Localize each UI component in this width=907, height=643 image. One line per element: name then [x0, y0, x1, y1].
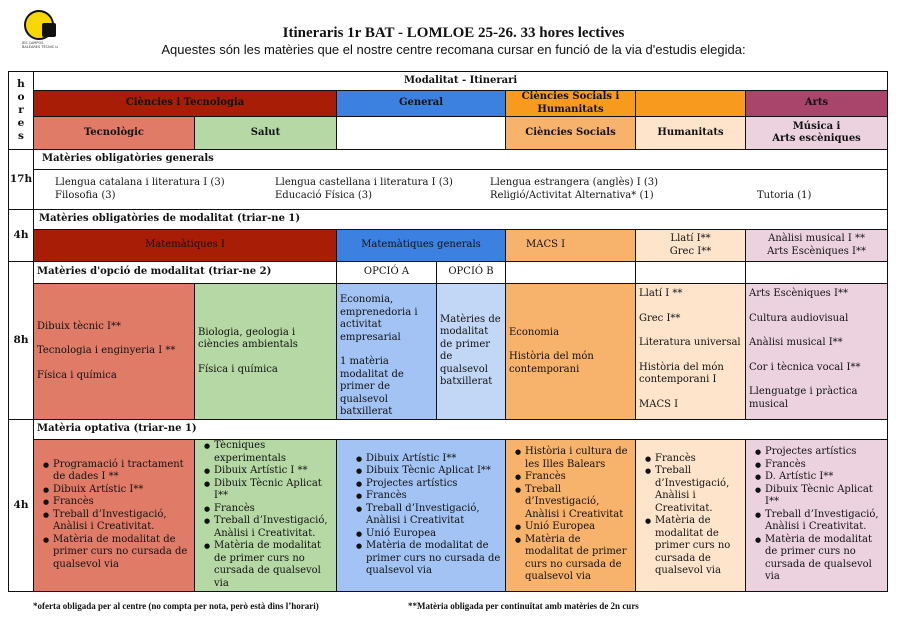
list-item: Treball d’Investigació, Anàlisi i Creati… — [43, 509, 191, 534]
list-item: Projectes artístics — [755, 446, 884, 459]
list-item: Matèria de modalitat de primer curs no c… — [204, 540, 333, 590]
itinerari-salut: Salut — [194, 116, 337, 150]
list-item: Dibuix Artístic I ** — [204, 465, 333, 478]
list-item: Dibuix Artístic I** — [43, 484, 191, 497]
itinerari-general — [336, 116, 506, 150]
optativa-arts: Projectes artístics Francès D. Artístic … — [744, 438, 889, 592]
list-item: Matèria de modalitat de primer curs no c… — [645, 515, 742, 578]
list-item: Dibuix Tècnic Aplicat I** — [755, 484, 884, 509]
opcio-empty-arts — [744, 261, 889, 284]
section-opcio-modalitat: Matèries d'opció de modalitat (triar-ne … — [33, 261, 337, 284]
itinerari-humanitats: Humanitats — [635, 116, 746, 150]
opcio-a-header: OPCIÓ A — [336, 261, 437, 284]
opcio-humanitats: Llatí I ** Grec I** Literatura universal… — [635, 283, 746, 420]
modalitat-socials-cont — [635, 90, 746, 117]
modalitat-arts-subject: Anàlisi musical I **Arts Escèniques I** — [744, 229, 889, 262]
opcio-empty-socials — [505, 261, 636, 284]
list-item: Francès — [755, 459, 884, 472]
opcio-general-b: Matèries de modalitat de primer de quals… — [436, 283, 506, 420]
modalitat-socials-subject: MACS I — [505, 229, 636, 262]
modalitat-general: General — [336, 90, 506, 117]
list-item: Història i cultura de les Illes Balears — [515, 446, 632, 471]
modalitat-itinerari-header: Modalitat - Itinerari — [32, 71, 889, 91]
opcio-general-a: Economia, emprenedoria i activitat empre… — [336, 283, 437, 420]
optativa-humanitats: Francès Treball d’Investigació, Anàlisi … — [635, 438, 746, 592]
opcio-b-header: OPCIÓ B — [436, 261, 506, 284]
footnote-continuitat: **Matèria obligada per continuïtat amb m… — [408, 601, 639, 611]
modalitat-general-subject: Matemàtiques generals — [336, 229, 506, 262]
modalitat-humanitats-subject: Llatí I**Grec I** — [635, 229, 746, 262]
list-item: Treball d’Investigació, Anàlisi i Creati… — [204, 515, 333, 540]
page-subtitle: Aquestes són les matèries que el nostre … — [161, 42, 746, 57]
list-item: Dibuix Tècnic Aplicat I** — [356, 465, 502, 478]
opcio-arts: Arts Escèniques I** Cultura audiovisual … — [744, 283, 889, 420]
page-title: Itineraris 1r BAT - LOMLOE 25-26. 33 hor… — [282, 25, 625, 41]
section-optativa: Matèria optativa (triar-ne 1) — [32, 418, 889, 440]
optativa-tecnologic: Programació i tractament de dades I ** D… — [33, 438, 195, 592]
list-item: Projectes artístics — [356, 478, 502, 491]
list-item: Matèria de modalitat de primer curs no c… — [356, 540, 502, 578]
list-item: Dibuix Artístic I** — [356, 453, 502, 466]
hours-obligatories: 17h — [8, 149, 34, 210]
modalitat-arts: Arts — [744, 90, 889, 117]
list-item: D. Artístic I** — [755, 471, 884, 484]
itinerari-tecnologic: Tecnològic — [33, 116, 195, 150]
list-item: Francès — [515, 471, 632, 484]
list-item: Dibuix Tècnic Aplicat I** — [204, 478, 333, 503]
list-item: Unió Europea — [356, 528, 502, 541]
list-item: Programació i tractament de dades I ** — [43, 459, 191, 484]
opcio-socials: Economia Història del món contemporani — [505, 283, 636, 420]
list-item: Francès — [645, 453, 742, 466]
modalitat-ciencies: Ciències i Tecnologia — [33, 90, 337, 117]
itinerari-socials: Ciències Socials — [505, 116, 636, 150]
list-item: Matèria de modalitat de primer curs no c… — [43, 534, 191, 572]
list-item: Tècniques experimentals — [204, 440, 333, 465]
modalitat-ciencies-subject: Matemàtiques I — [33, 229, 337, 262]
section-obligatories-modalitat: Matèries obligatòries de modalitat (tria… — [32, 209, 889, 230]
list-item: Francès — [356, 490, 502, 503]
list-item: Francès — [43, 496, 191, 509]
opcio-tecnologic: Dibuix tècnic I** Tecnologia i enginyeri… — [33, 283, 195, 420]
section-obligatories-generals: Matèries obligatòries generals — [32, 149, 889, 170]
obligatories-list: Llengua catalana i literatura I (3) Llen… — [32, 169, 889, 210]
list-item: Matèria de modalitat de primer curs no c… — [515, 534, 632, 584]
hours-modalitat: 4h — [8, 209, 34, 262]
hours-opcio: 8h — [8, 261, 34, 420]
hours-optativa: 4h — [8, 418, 34, 592]
optativa-salut: Tècniques experimentals Dibuix Artístic … — [194, 438, 337, 592]
list-item: Unió Europea — [515, 521, 632, 534]
list-item: Treball d’Investigació, Anàlisi i Creati… — [515, 484, 632, 522]
list-item: Matèria de modalitat de primer curs no c… — [755, 534, 884, 584]
list-item: Treball d’Investigació, Anàlisi i Creati… — [755, 509, 884, 534]
modalitat-socials: Ciències Socials i Humanitats — [505, 90, 636, 117]
opcio-salut: Biologia, geologia i ciències ambientals… — [194, 283, 337, 420]
footnote-oferta: *oferta obligada per al centre (no compt… — [33, 601, 319, 611]
list-item: Francès — [204, 503, 333, 516]
opcio-empty-humanitats — [635, 261, 746, 284]
list-item: Treball d’Investigació, Anàlisi i Creati… — [645, 465, 742, 515]
list-item: Treball d’Investigació, Anàlisi i Creati… — [356, 503, 502, 528]
optativa-general: Dibuix Artístic I** Dibuix Tècnic Aplica… — [336, 438, 506, 592]
optativa-socials: Història i cultura de les Illes Balears … — [505, 438, 636, 592]
logo-square — [42, 23, 56, 37]
